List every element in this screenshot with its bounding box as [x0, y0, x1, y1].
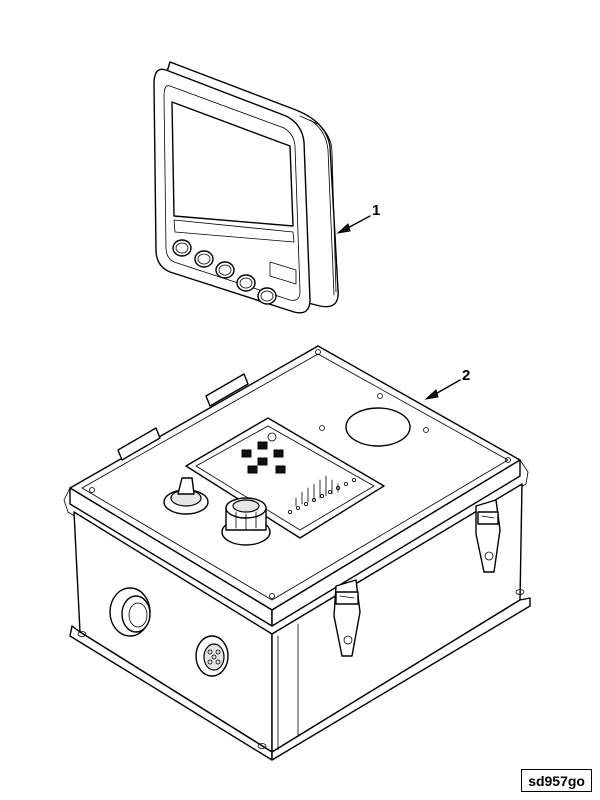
key-switch — [163, 477, 209, 515]
front-latches — [333, 499, 501, 657]
display-mounting-cutout — [345, 407, 411, 447]
callout-2-leader — [424, 379, 461, 400]
lid-connector — [221, 497, 271, 546]
figure-id-label: sd957go — [521, 769, 592, 792]
cable-gland — [109, 587, 151, 637]
control-panel — [185, 417, 385, 539]
callout-1-number: 1 — [372, 202, 381, 219]
callout-2-number: 2 — [462, 367, 471, 384]
lid-hinges — [117, 373, 249, 461]
display-module — [153, 61, 339, 314]
side-connector — [195, 635, 229, 677]
callout-1-leader — [336, 215, 371, 234]
control-enclosure — [63, 345, 531, 761]
display-buttons — [172, 239, 277, 305]
